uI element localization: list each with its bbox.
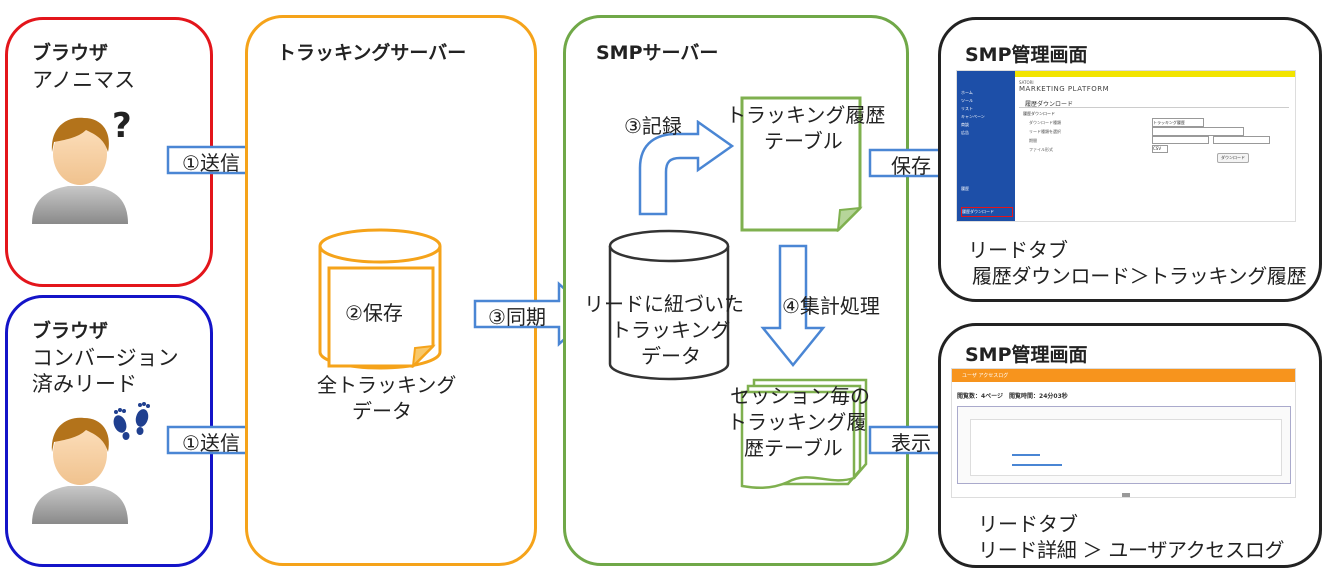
record-label: ③記録 <box>624 114 682 138</box>
form-row-label: ダウンロード種類 <box>1029 120 1061 125</box>
tracking-document-icon <box>327 266 436 368</box>
browser-converted-subtitle-1: コンバージョン <box>32 346 179 370</box>
screenshot-divider <box>1019 107 1289 108</box>
session-table-label-2: トラッキング履 <box>727 410 867 434</box>
access-log-bar <box>1012 464 1062 466</box>
tracking-doc-label: ②保存 <box>345 301 403 325</box>
lead-data-label-1: リードに紐づいた <box>584 292 744 316</box>
screenshot-top-yellow-bar <box>957 71 1295 77</box>
sync-label: ③同期 <box>488 305 546 329</box>
screenshot-brand: MARKETING PLATFORM <box>1019 85 1110 93</box>
smp-admin-top-caption-1: リードタブ <box>968 238 1068 262</box>
access-log-inner <box>970 419 1282 476</box>
download-button[interactable]: ダウンロード <box>1217 153 1249 163</box>
tracking-server-title: トラッキングサーバー <box>277 42 467 64</box>
user-access-log-screenshot: ユーザ アクセスログ 閲覧数：4ページ 閲覧時間：24分03秒 <box>951 368 1296 498</box>
period-start-input[interactable] <box>1152 136 1209 144</box>
footprints-icon <box>113 402 150 440</box>
display-label: 表示 <box>891 431 931 455</box>
form-row-label: リード種類を選択 <box>1029 129 1061 134</box>
nav-item[interactable]: ホーム <box>961 90 973 95</box>
nav-item[interactable]: 商談 <box>961 122 969 127</box>
history-table-label-1: トラッキング履歴 <box>726 103 886 127</box>
screenshot-heading: 履歴ダウンロード <box>1025 101 1074 108</box>
file-format-select[interactable]: CSV <box>1152 145 1168 153</box>
period-end-input[interactable] <box>1213 136 1270 144</box>
nav-item[interactable]: リスト <box>961 106 973 111</box>
smp-admin-top-title: SMP管理画面 <box>965 44 1088 66</box>
screenshot-brand-small: SATORI <box>1019 80 1034 85</box>
smp-server-title: SMPサーバー <box>596 42 719 64</box>
lead-data-label-3: データ <box>641 344 701 368</box>
download-type-select[interactable]: トラッキング履歴 <box>1152 118 1204 127</box>
screenshot-nav: ホーム ツール リスト キャンペーン 商談 広告 履歴 履歴ダウンロード <box>961 89 1013 217</box>
smp-admin-bottom-caption-1: リードタブ <box>978 512 1078 536</box>
access-log-bar <box>1012 454 1040 456</box>
sync-arrow: ③同期 <box>473 281 595 347</box>
lead-user-icon <box>32 417 128 524</box>
nav-item[interactable]: キャンペーン <box>961 114 985 119</box>
nav-item[interactable]: 広告 <box>961 130 969 135</box>
aggregate-label: ④集計処理 <box>782 294 880 318</box>
history-download-screenshot: ホーム ツール リスト キャンペーン 商談 広告 履歴 履歴ダウンロード SAT… <box>956 70 1296 222</box>
tracking-db-label-2: データ <box>352 399 412 423</box>
aggregate-arrow <box>760 244 826 367</box>
access-log-summary: 閲覧数：4ページ 閲覧時間：24分03秒 <box>957 393 1068 400</box>
question-mark-icon: ? <box>112 106 132 146</box>
nav-item-history-download[interactable]: 履歴ダウンロード <box>961 207 1013 217</box>
browser-anonymous-subtitle: アノニマス <box>32 68 136 92</box>
screenshot-sidebar <box>957 71 1015 221</box>
tracking-db-label-1: 全トラッキング <box>317 373 457 397</box>
history-table-document-icon <box>740 96 863 232</box>
form-row-label: ファイル形式 <box>1029 147 1053 152</box>
send-label-bottom: ①送信 <box>182 431 240 455</box>
smp-admin-bottom-title: SMP管理画面 <box>965 344 1088 366</box>
access-log-header: ユーザ アクセスログ <box>962 373 1009 379</box>
screenshot-section: 履歴ダウンロード <box>1023 111 1055 116</box>
form-row-label: 期間 <box>1029 138 1037 143</box>
session-table-document-icon <box>740 378 868 489</box>
browser-anonymous-title: ブラウザ <box>32 42 109 64</box>
session-table-label-3: 歴テーブル <box>744 436 843 460</box>
nav-item[interactable]: 履歴 <box>961 186 969 191</box>
smp-admin-bottom-caption-2: リード詳細 ＞ ユーザアクセスログ <box>978 538 1285 562</box>
anonymous-user-icon <box>32 117 128 224</box>
session-table-label-1: セッション毎の <box>730 384 870 408</box>
record-arrow <box>638 120 735 216</box>
access-log-more-button[interactable] <box>1122 493 1130 497</box>
send-label-top: ①送信 <box>182 151 240 175</box>
lead-type-select[interactable] <box>1152 127 1244 136</box>
access-log-orange-bar <box>952 369 1295 382</box>
lead-data-label-2: トラッキング <box>611 318 731 342</box>
smp-admin-top-caption-2: 履歴ダウンロード＞トラッキング履歴 <box>972 264 1307 288</box>
browser-converted-title: ブラウザ <box>32 320 109 342</box>
save-label: 保存 <box>891 154 931 178</box>
lead-database-icon <box>608 229 730 381</box>
browser-converted-subtitle-2: 済みリード <box>32 372 137 396</box>
nav-item[interactable]: ツール <box>961 98 973 103</box>
history-table-label-2: テーブル <box>764 129 843 153</box>
